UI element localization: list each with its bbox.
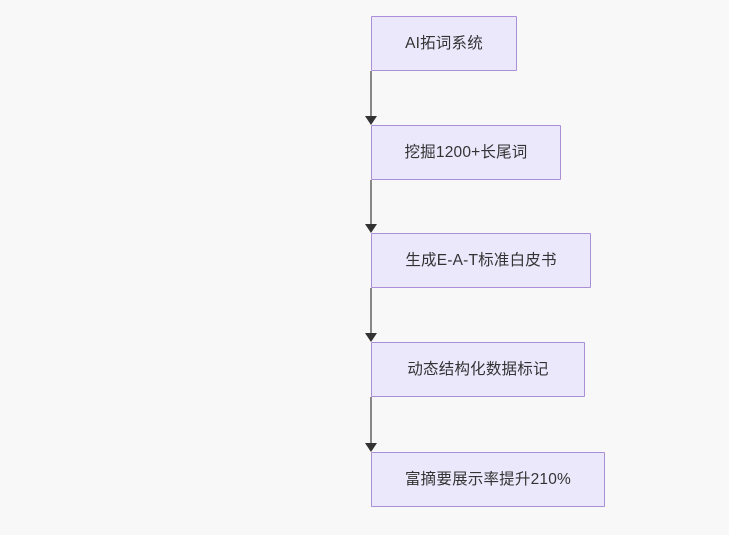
flow-node-label: 生成E-A-T标准白皮书 <box>405 251 557 269</box>
edge-line <box>370 180 372 225</box>
flow-node-label: 挖掘1200+长尾词 <box>404 143 528 161</box>
arrow-down-icon <box>365 116 377 125</box>
flow-node-rich-snippet-impression-uplift[interactable]: 富摘要展示率提升210% <box>371 452 605 507</box>
edge-line <box>370 71 372 117</box>
edge-line <box>370 397 372 444</box>
edge-line <box>370 288 372 334</box>
flow-node-generate-eat-whitepaper[interactable]: 生成E-A-T标准白皮书 <box>371 233 591 288</box>
arrow-down-icon <box>365 333 377 342</box>
flow-edge-n3-n4 <box>363 397 379 452</box>
flow-node-label: 富摘要展示率提升210% <box>404 470 572 488</box>
flow-node-label: AI拓词系统 <box>405 34 483 52</box>
arrow-down-icon <box>365 224 377 233</box>
flow-node-label: 动态结构化数据标记 <box>407 360 549 378</box>
flow-edge-n1-n2 <box>363 180 379 233</box>
flow-node-mine-longtail-keywords[interactable]: 挖掘1200+长尾词 <box>371 125 561 180</box>
flow-edge-n0-n1 <box>363 71 379 125</box>
flow-node-dynamic-structured-data-markup[interactable]: 动态结构化数据标记 <box>371 342 585 397</box>
flow-node-ai-keyword-system[interactable]: AI拓词系统 <box>371 16 517 71</box>
arrow-down-icon <box>365 443 377 452</box>
flow-edge-n2-n3 <box>363 288 379 342</box>
